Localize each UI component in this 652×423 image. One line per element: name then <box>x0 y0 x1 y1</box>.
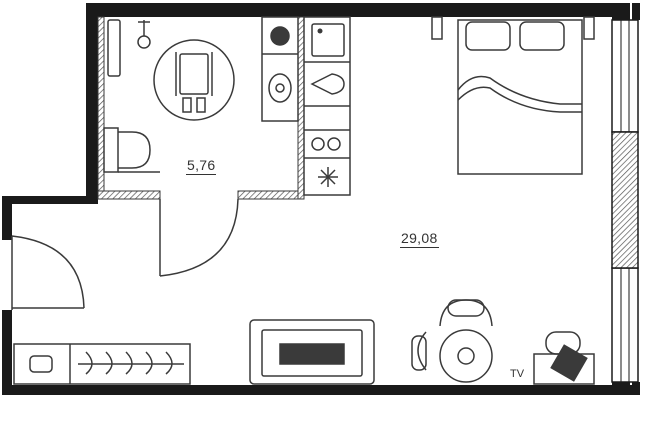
double-bed <box>431 16 595 175</box>
bathroom-door <box>159 198 239 277</box>
snowflake-icon <box>318 167 338 187</box>
wall-pillar <box>611 131 639 269</box>
tv-label: TV <box>510 368 525 380</box>
tv-stand <box>533 331 595 385</box>
dining-set <box>411 299 493 383</box>
bathroom-walls <box>97 16 305 200</box>
shower-tray <box>107 19 151 77</box>
wheelchair-icon <box>153 39 235 121</box>
hangers <box>78 351 184 375</box>
entrance-door <box>11 235 85 310</box>
sink-column <box>261 16 299 122</box>
kitchen-unit <box>303 16 351 196</box>
main-room-area-label: 29,08 <box>400 230 439 248</box>
toilet <box>103 127 160 173</box>
window-bottom <box>611 267 639 383</box>
sofa <box>249 319 375 385</box>
window-top <box>611 19 639 133</box>
bathroom-area-label: 5,76 <box>186 157 217 175</box>
wardrobe <box>13 343 191 385</box>
